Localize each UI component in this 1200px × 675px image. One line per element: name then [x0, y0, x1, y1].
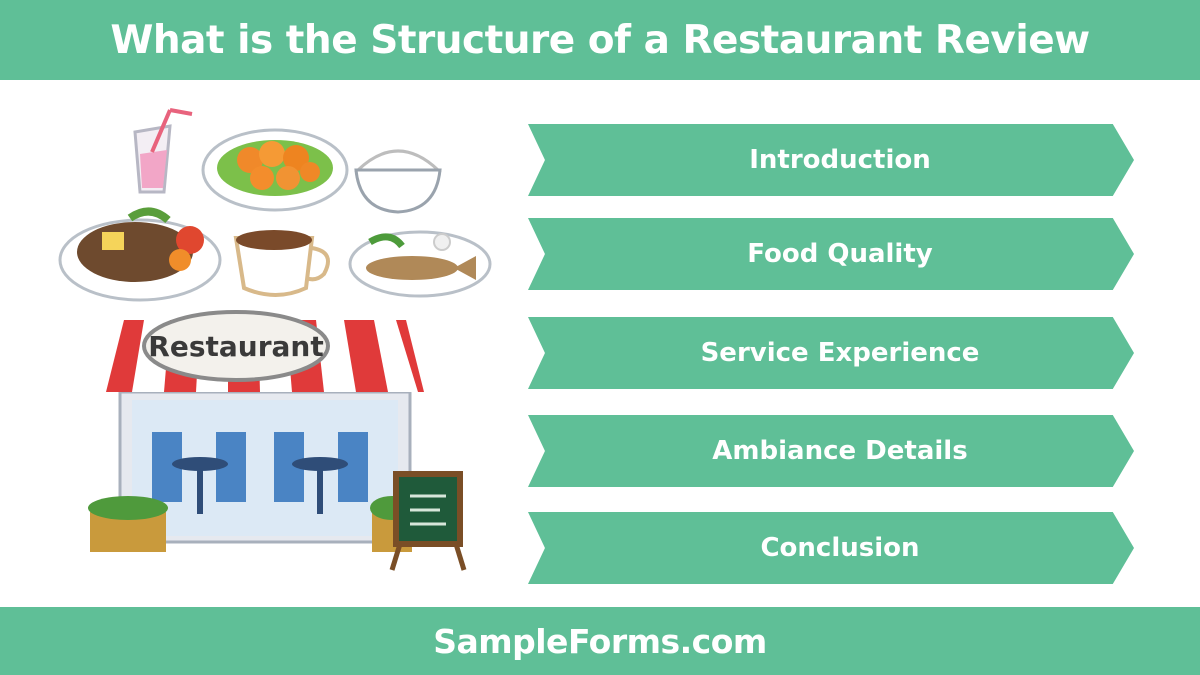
step-food-quality: Food Quality	[528, 218, 1134, 290]
restaurant-sign-text: Restaurant	[148, 330, 323, 363]
step-conclusion: Conclusion	[528, 512, 1134, 584]
title-banner: What is the Structure of a Restaurant Re…	[0, 0, 1200, 80]
step-introduction: Introduction	[528, 124, 1134, 196]
step-ambiance-details: Ambiance Details	[528, 415, 1134, 487]
restaurant-illustration-svg: Restaurant	[58, 108, 492, 571]
fish-dish-icon	[348, 230, 492, 298]
steak-dish-icon	[58, 207, 222, 302]
page-title: What is the Structure of a Restaurant Re…	[110, 17, 1090, 63]
restaurant-building-icon: Restaurant	[88, 310, 467, 571]
step-label: Service Experience	[700, 338, 980, 368]
step-label: Food Quality	[747, 239, 933, 269]
step-label: Introduction	[749, 145, 931, 175]
footer-banner: SampleForms.com	[0, 607, 1200, 675]
step-label: Conclusion	[760, 533, 920, 563]
step-label: Ambiance Details	[712, 436, 968, 466]
step-service-experience: Service Experience	[528, 317, 1134, 389]
soup-cup-icon	[233, 230, 330, 297]
restaurant-illustration: Restaurant	[40, 92, 510, 582]
brand-link[interactable]: SampleForms.com	[433, 621, 767, 661]
shrimp-dish-icon	[201, 128, 349, 212]
drink-icon	[133, 108, 193, 194]
rice-bowl-icon	[354, 149, 442, 214]
